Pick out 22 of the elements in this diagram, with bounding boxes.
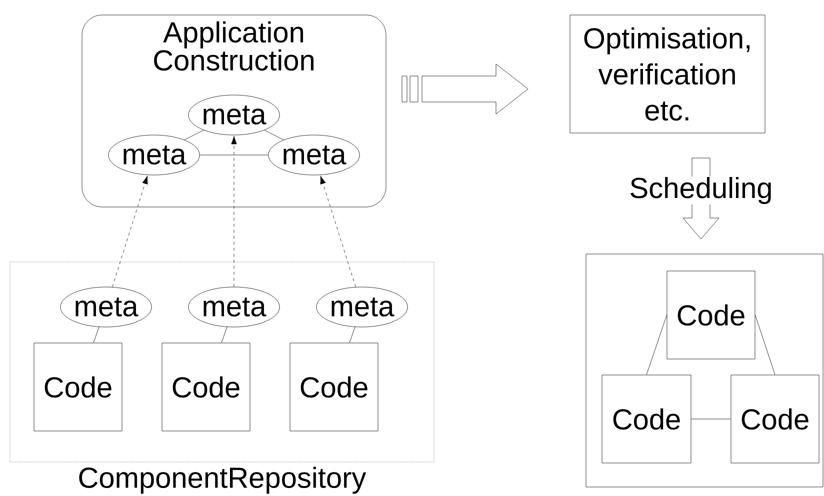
process-box: Code xyxy=(162,342,250,432)
block-arrow xyxy=(402,64,528,114)
connector-line xyxy=(646,314,667,375)
arrow xyxy=(320,176,356,288)
connector-line xyxy=(755,314,776,375)
edge-label: Scheduling xyxy=(628,176,774,205)
connector-line xyxy=(691,418,731,420)
process-box: Code xyxy=(730,374,820,464)
connector-line xyxy=(93,326,100,343)
arrow xyxy=(231,136,237,287)
arrow xyxy=(112,176,148,288)
process-box: Code xyxy=(34,342,122,432)
process-box: Code xyxy=(666,270,756,360)
connector-line xyxy=(349,326,356,343)
node-label: ComponentRepository xyxy=(79,466,366,494)
connector-line xyxy=(221,326,228,343)
connector-line xyxy=(184,130,204,140)
process-box: Code xyxy=(602,374,692,464)
connector-line xyxy=(264,130,284,140)
process-box: Code xyxy=(290,342,378,432)
connector-line xyxy=(200,154,268,156)
process-box: Optimisation, verification etc. xyxy=(570,14,766,134)
